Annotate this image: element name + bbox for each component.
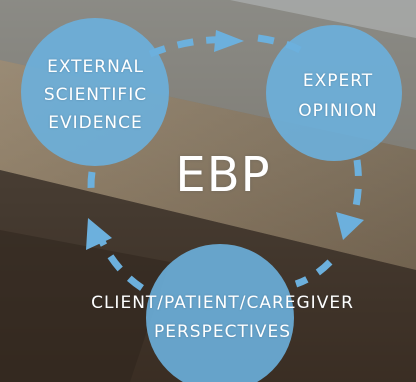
center-title: EBP: [175, 147, 271, 203]
external-evidence-circle: [21, 18, 169, 166]
arrowhead-to-expert: [214, 30, 244, 52]
dash-client-right: [294, 259, 333, 288]
expert-opinion-label: EXPERT OPINION: [298, 71, 378, 121]
arrowhead-to-client: [336, 212, 364, 240]
client-perspectives-label: CLIENT/PATIENT/CAREGIVER PERSPECTIVES: [91, 293, 354, 342]
client-perspectives-circle: [146, 244, 294, 382]
external-evidence-label: EXTERNAL SCIENTIFIC EVIDENCE: [43, 57, 148, 133]
dash-expert-top: [257, 34, 302, 54]
arrowhead-to-external: [86, 218, 112, 250]
expert-opinion-circle: [266, 25, 402, 161]
dash-external-bottom: [87, 171, 96, 201]
